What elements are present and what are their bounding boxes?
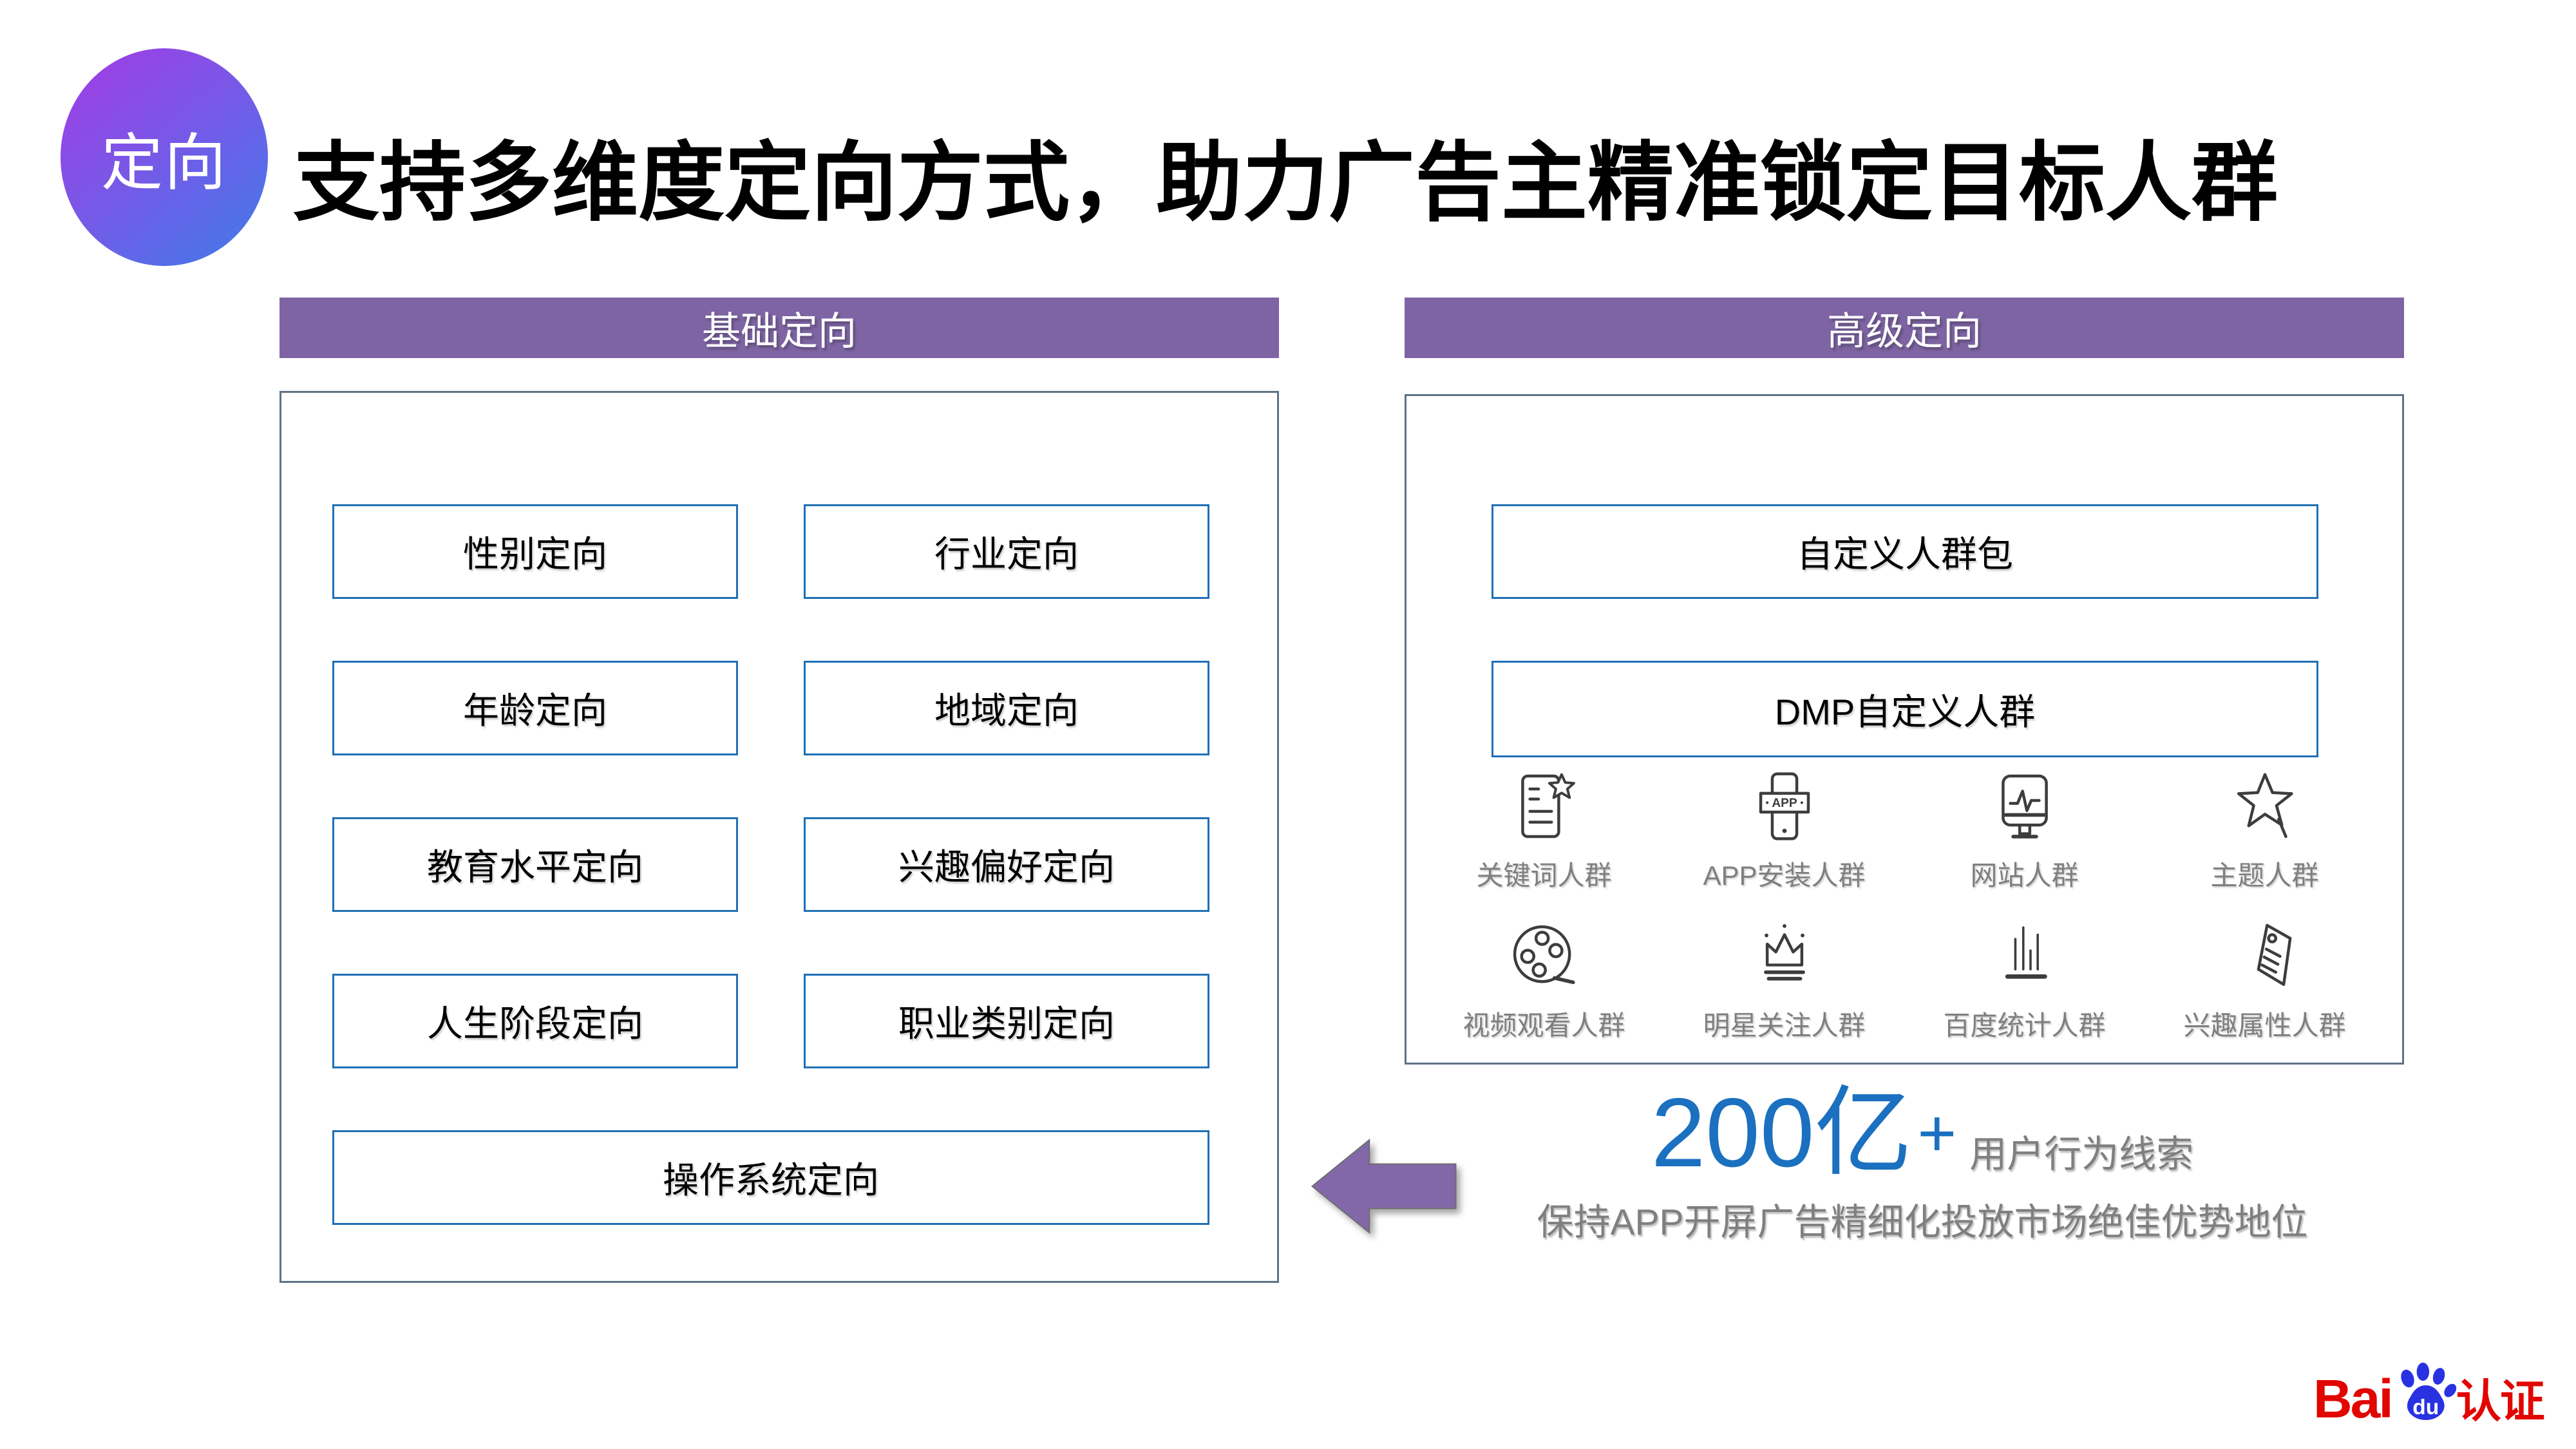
stat-unit-label: 用户行为线索 — [1969, 1133, 2194, 1175]
theme-star-icon — [2229, 768, 2301, 842]
star-crown-icon — [1748, 918, 1821, 992]
audience-star-follow: 明星关注人群 — [1664, 918, 1904, 1043]
video-reel-icon — [1508, 918, 1580, 992]
audience-label: 网站人群 — [1970, 860, 2079, 891]
audience-video-watch: 视频观看人群 — [1424, 918, 1664, 1043]
topic-badge-label: 定向 — [101, 128, 227, 198]
baidu-paw-icon: du — [2400, 1362, 2456, 1421]
baidu-cert-logo: Bai du 认证 — [2313, 1345, 2545, 1429]
audience-keyword: 关键词人群 — [1424, 768, 1664, 893]
audience-icon-row-2: 视频观看人群 明星关注人群 — [1424, 918, 2385, 1043]
audience-interest-attr: 兴趣属性人群 — [2145, 918, 2385, 1043]
audience-theme: 主题人群 — [2145, 768, 2385, 893]
targeting-option-interest: 兴趣偏好定向 — [804, 817, 1209, 912]
audience-baidu-analytics: 百度统计人群 — [1904, 918, 2145, 1043]
svg-text:APP: APP — [1772, 797, 1797, 810]
left-arrow — [1311, 1139, 1457, 1234]
topic-badge: 定向 — [61, 48, 268, 266]
custom-audience-pack-option: 自定义人群包 — [1492, 504, 2318, 599]
targeting-option-age: 年龄定向 — [332, 661, 738, 755]
audience-label: APP安装人群 — [1703, 860, 1866, 891]
stats-description: 保持APP开屏广告精细化投放市场绝佳优势地位 — [1537, 1201, 2308, 1243]
stats-block: 200亿 + 用户行为线索 保持APP开屏广告精细化投放市场绝佳优势地位 — [1501, 1078, 2344, 1245]
audience-label: 关键词人群 — [1476, 860, 1612, 891]
audience-label: 明星关注人群 — [1703, 1010, 1866, 1041]
website-monitor-icon — [1989, 768, 2061, 842]
audience-label: 兴趣属性人群 — [2183, 1010, 2346, 1041]
interest-tag-icon — [2229, 918, 2301, 992]
audience-website: 网站人群 — [1904, 768, 2145, 893]
targeting-option-occupation: 职业类别定向 — [804, 974, 1209, 1068]
audience-app-install: APP APP安装人群 — [1664, 768, 1904, 893]
targeting-option-region: 地域定向 — [804, 661, 1209, 755]
app-install-phone-icon: APP — [1748, 768, 1821, 842]
baidu-logo-text-cert: 认证 — [2456, 1376, 2545, 1426]
basic-targeting-header: 基础定向 — [279, 298, 1279, 358]
targeting-option-os: 操作系统定向 — [332, 1130, 1209, 1225]
targeting-option-industry: 行业定向 — [804, 504, 1209, 599]
stat-plus: + — [1917, 1095, 1957, 1171]
advanced-targeting-header: 高级定向 — [1405, 298, 2404, 358]
stat-number: 200亿 — [1651, 1078, 1913, 1188]
dmp-custom-audience-option: DMP自定义人群 — [1492, 661, 2318, 757]
audience-label: 百度统计人群 — [1943, 1010, 2106, 1041]
stats-headline: 200亿 + 用户行为线索 — [1501, 1078, 2344, 1188]
audience-label: 视频观看人群 — [1463, 1010, 1625, 1041]
audience-label: 主题人群 — [2210, 860, 2319, 891]
baidu-logo-text-du: du — [2412, 1396, 2439, 1419]
keyword-doc-star-icon — [1508, 768, 1580, 842]
audience-icon-row-1: 关键词人群 APP APP安装人群 — [1424, 768, 2385, 893]
baidu-logo-text-bai: Bai — [2313, 1368, 2394, 1429]
slide-title: 支持多维度定向方式，助力广告主精准锁定目标人群 — [293, 135, 2278, 231]
targeting-option-gender: 性别定向 — [332, 504, 738, 599]
targeting-option-life-stage: 人生阶段定向 — [332, 974, 738, 1068]
stats-bars-icon — [1989, 918, 2061, 992]
targeting-option-education: 教育水平定向 — [332, 817, 738, 912]
